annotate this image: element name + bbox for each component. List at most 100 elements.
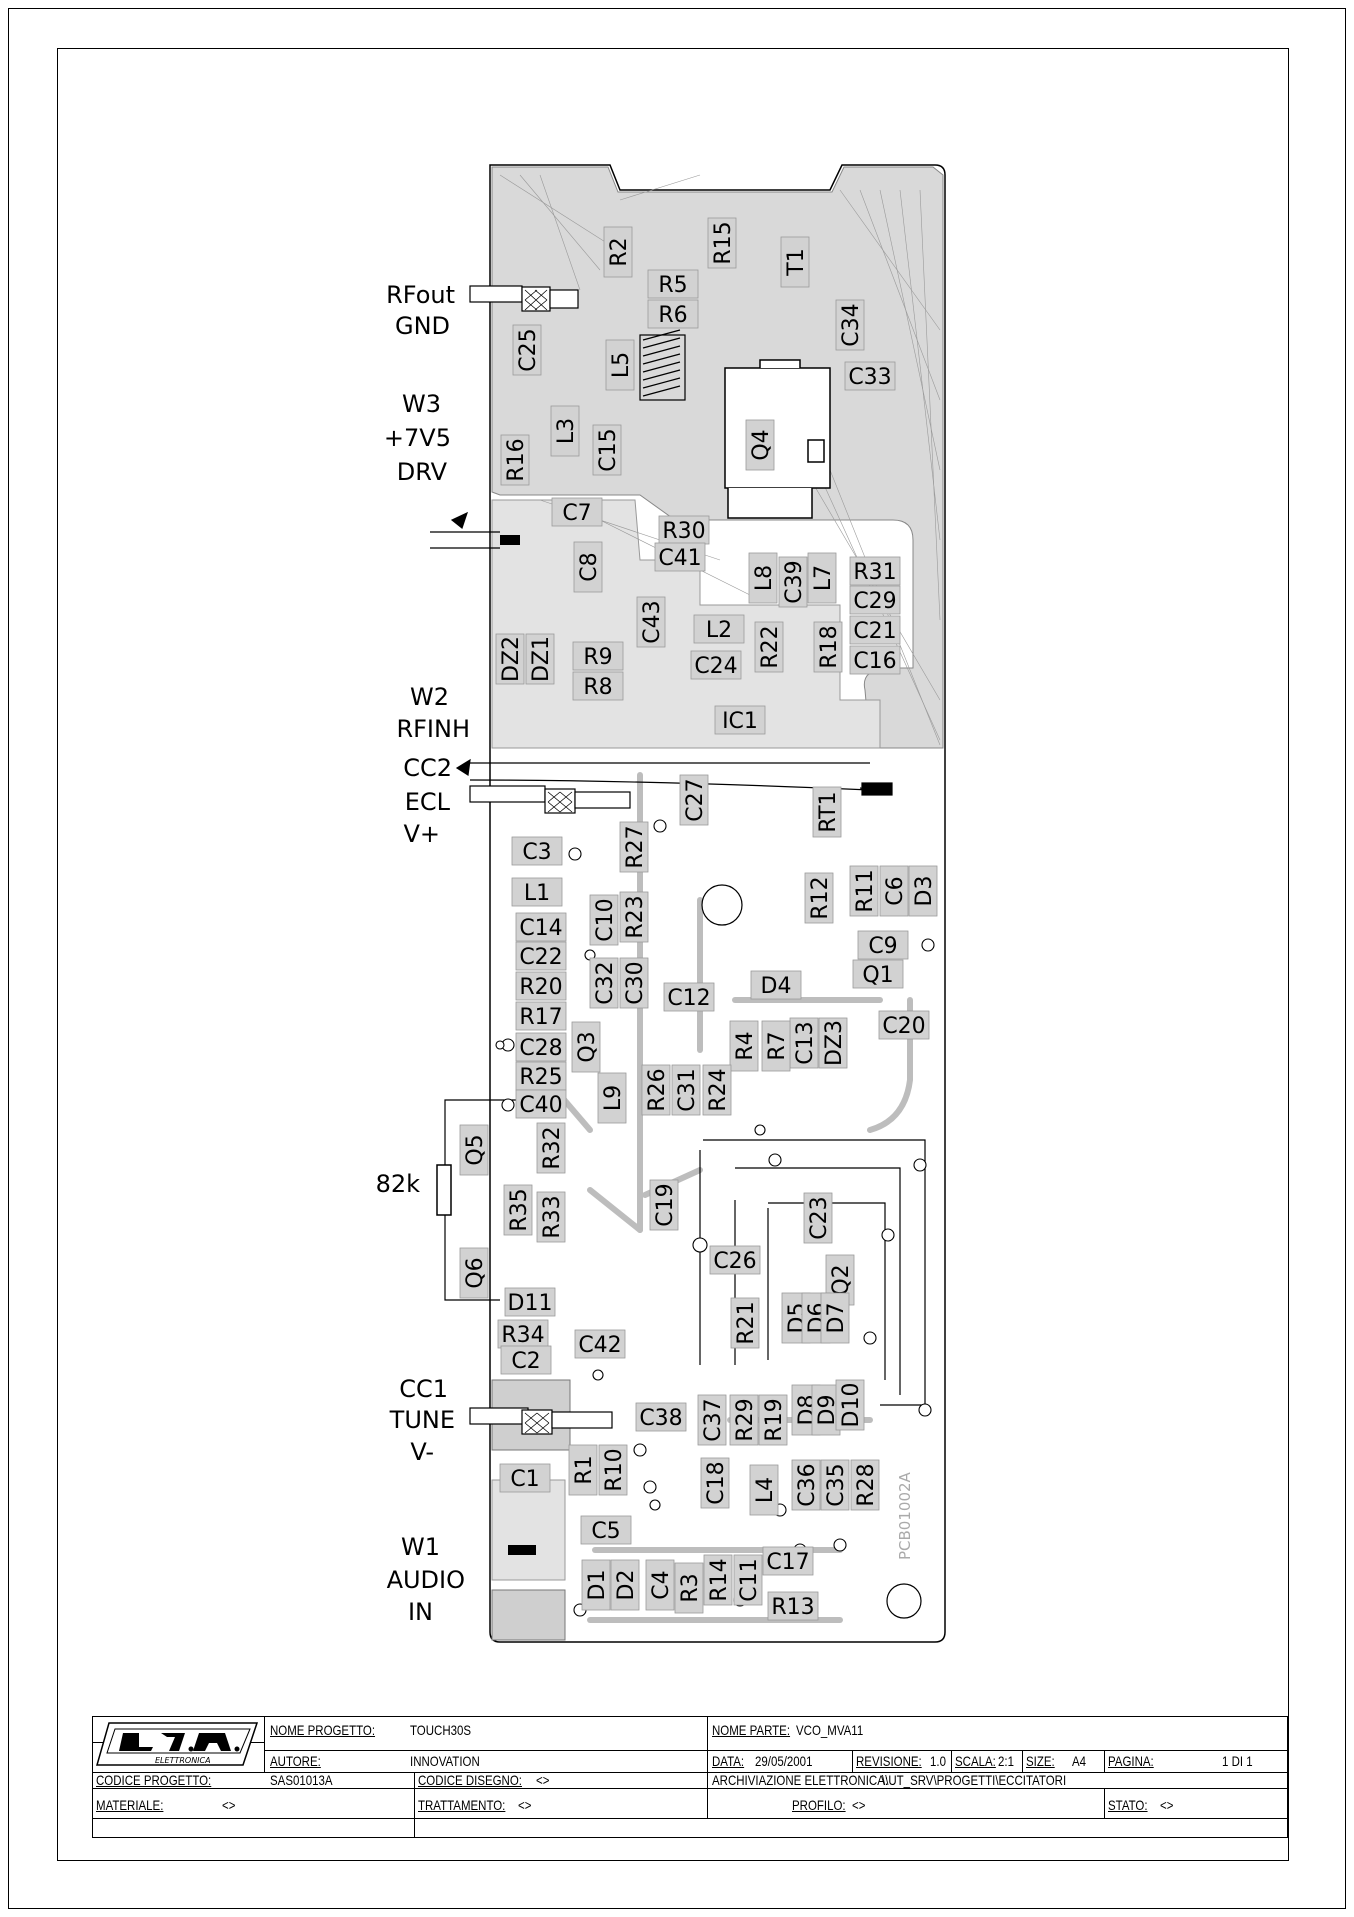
- pad-c37: [697, 1394, 727, 1446]
- ref-c27: C27: [683, 778, 708, 821]
- ref-r22: R22: [758, 625, 783, 668]
- ref-r17: R17: [519, 1005, 562, 1030]
- pad-c34: [835, 299, 865, 351]
- ref-r1: R1: [572, 1455, 597, 1484]
- pad-r14: [703, 1554, 733, 1606]
- ref-l1: L1: [524, 881, 550, 906]
- trattamento-value: <>: [518, 1797, 532, 1813]
- title-block: ELETTRONICA NOME PROGETTO: TOUCH30S NOME…: [92, 1716, 1288, 1838]
- ref-c40: C40: [519, 1093, 562, 1118]
- ref-d1: D1: [585, 1570, 610, 1601]
- pad-ic1: [714, 705, 766, 735]
- ref-r24: R24: [706, 1068, 731, 1111]
- pad-q3: [571, 1021, 601, 1073]
- ref-r23: R23: [623, 895, 648, 938]
- pad-r21: [730, 1297, 760, 1349]
- pad-d9: [811, 1384, 841, 1436]
- pad-d1: [581, 1559, 611, 1611]
- label-audio: AUDIO: [387, 1566, 465, 1594]
- autore-label: AUTORE:: [270, 1753, 321, 1769]
- label-vplus: V+: [403, 820, 440, 848]
- label-w1: W1: [401, 1533, 440, 1561]
- ref-r29: R29: [733, 1398, 758, 1441]
- pagina-label: PAGINA:: [1108, 1753, 1154, 1769]
- ref-c25: C25: [516, 328, 541, 371]
- ref-c1: C1: [510, 1467, 539, 1492]
- ref-ic1: IC1: [722, 709, 758, 734]
- ref-r20: R20: [519, 975, 562, 1000]
- resistor-82k-symbol: [436, 1164, 452, 1216]
- ref-d11: D11: [508, 1291, 553, 1316]
- ref-c6: C6: [883, 876, 908, 905]
- ref-c9: C9: [868, 934, 897, 959]
- mounting-holes: [701, 884, 922, 1619]
- pad-c14: [515, 912, 567, 942]
- pad-d10: [835, 1379, 865, 1431]
- label-gnd: GND: [395, 312, 450, 340]
- pad-r27: [619, 821, 649, 873]
- pad-r9: [572, 641, 624, 671]
- pad-d3: [908, 865, 938, 917]
- ref-c7: C7: [562, 501, 591, 526]
- pad-q4: [745, 419, 775, 471]
- pad-dz3: [818, 1017, 848, 1069]
- label-w2: W2: [410, 683, 449, 711]
- ref-r10: R10: [602, 1448, 627, 1491]
- pad-c19: [649, 1179, 679, 1231]
- pad-d2: [610, 1559, 640, 1611]
- label-cc2: CC2: [403, 754, 452, 782]
- pad-c18: [700, 1457, 730, 1509]
- pad-r10: [598, 1444, 628, 1496]
- pad-r5: [647, 269, 699, 299]
- pad-c36: [791, 1459, 821, 1511]
- pad-c30: [619, 957, 649, 1009]
- pad-l4: [749, 1464, 779, 1516]
- ref-r4: R4: [733, 1031, 758, 1060]
- scala-value: 2:1: [998, 1753, 1014, 1769]
- pad-r3: [674, 1562, 704, 1614]
- pad-r23: [619, 891, 649, 943]
- pad-c4: [645, 1559, 675, 1611]
- pad-c9: [857, 930, 909, 960]
- ref-r34: R34: [501, 1323, 544, 1348]
- label-drv: DRV: [397, 458, 448, 486]
- pad-c32: [589, 957, 619, 1009]
- ref-r7: R7: [765, 1031, 790, 1060]
- ref-c20: C20: [882, 1014, 925, 1039]
- nome-parte-label: NOME PARTE:: [712, 1722, 791, 1738]
- ref-r33: R33: [540, 1195, 565, 1238]
- archiviazione-label: ARCHIVIAZIONE ELETTRONICA:: [712, 1772, 889, 1788]
- pad-r8: [572, 671, 624, 701]
- ref-d2: D2: [614, 1570, 639, 1601]
- ref-r25: R25: [519, 1065, 562, 1090]
- pad-r2: [603, 226, 633, 278]
- pad-r28: [850, 1459, 880, 1511]
- pad-r13: [767, 1591, 819, 1621]
- pad-c24: [690, 650, 742, 680]
- codice-disegno-value: <>: [536, 1772, 550, 1788]
- ref-r31: R31: [853, 560, 896, 585]
- inner-frame: [57, 48, 1289, 1861]
- ref-c8: C8: [577, 552, 602, 581]
- ref-c33: C33: [848, 365, 891, 390]
- pad-dz1: [525, 633, 555, 685]
- pad-r20: [515, 971, 567, 1001]
- label-in: IN: [408, 1598, 433, 1626]
- label-tune: TUNE: [389, 1406, 455, 1434]
- ref-q1: Q1: [862, 963, 893, 988]
- ref-c37: C37: [701, 1398, 726, 1441]
- ref-c29: C29: [853, 589, 896, 614]
- label-w3: W3: [402, 390, 441, 418]
- pad-t1: [780, 236, 810, 288]
- label-rfout: RFout: [386, 281, 455, 309]
- ref-r12: R12: [808, 876, 833, 919]
- label-ecl: ECL: [405, 788, 451, 816]
- data-value: 29/05/2001: [755, 1753, 813, 1769]
- pad-r12: [804, 872, 834, 924]
- ref-r8: R8: [583, 675, 612, 700]
- pad-c20: [878, 1010, 930, 1040]
- pad-r22: [754, 621, 784, 673]
- codice-progetto-value: SAS01013A: [270, 1772, 333, 1788]
